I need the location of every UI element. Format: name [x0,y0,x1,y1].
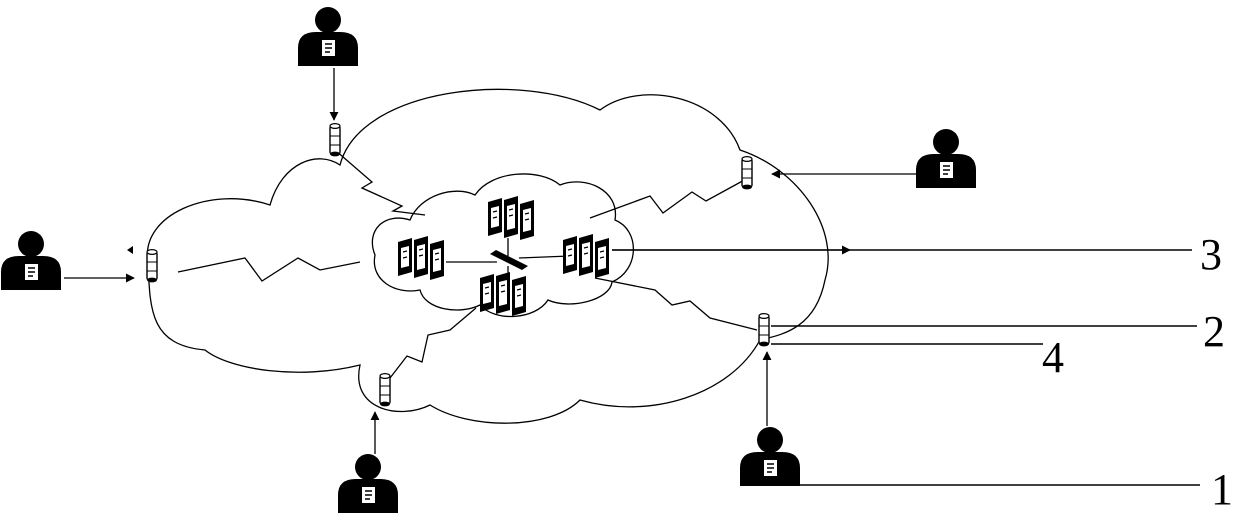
access-point-icon [147,250,157,283]
label-user-terminal: 1 [1211,465,1233,514]
user-icon [740,427,800,486]
user-icon [338,454,398,513]
server-icon [480,272,526,316]
server-icon [563,234,609,278]
access-point-icon [380,374,390,407]
user-icon [298,7,358,66]
switch-icon [490,250,528,270]
server-icon [488,196,534,240]
wireless-link-icon [178,150,757,378]
label-server-cluster: 3 [1200,230,1222,279]
label-access-point: 2 [1203,307,1225,356]
access-point-icon [759,314,769,347]
user-icon [916,129,976,188]
server-icon [398,236,444,280]
access-point-icon [330,124,340,157]
label-wireless-network: 4 [1042,333,1064,382]
access-point-icon [742,157,752,190]
cloud-icon [147,89,828,423]
user-icon [1,231,61,290]
